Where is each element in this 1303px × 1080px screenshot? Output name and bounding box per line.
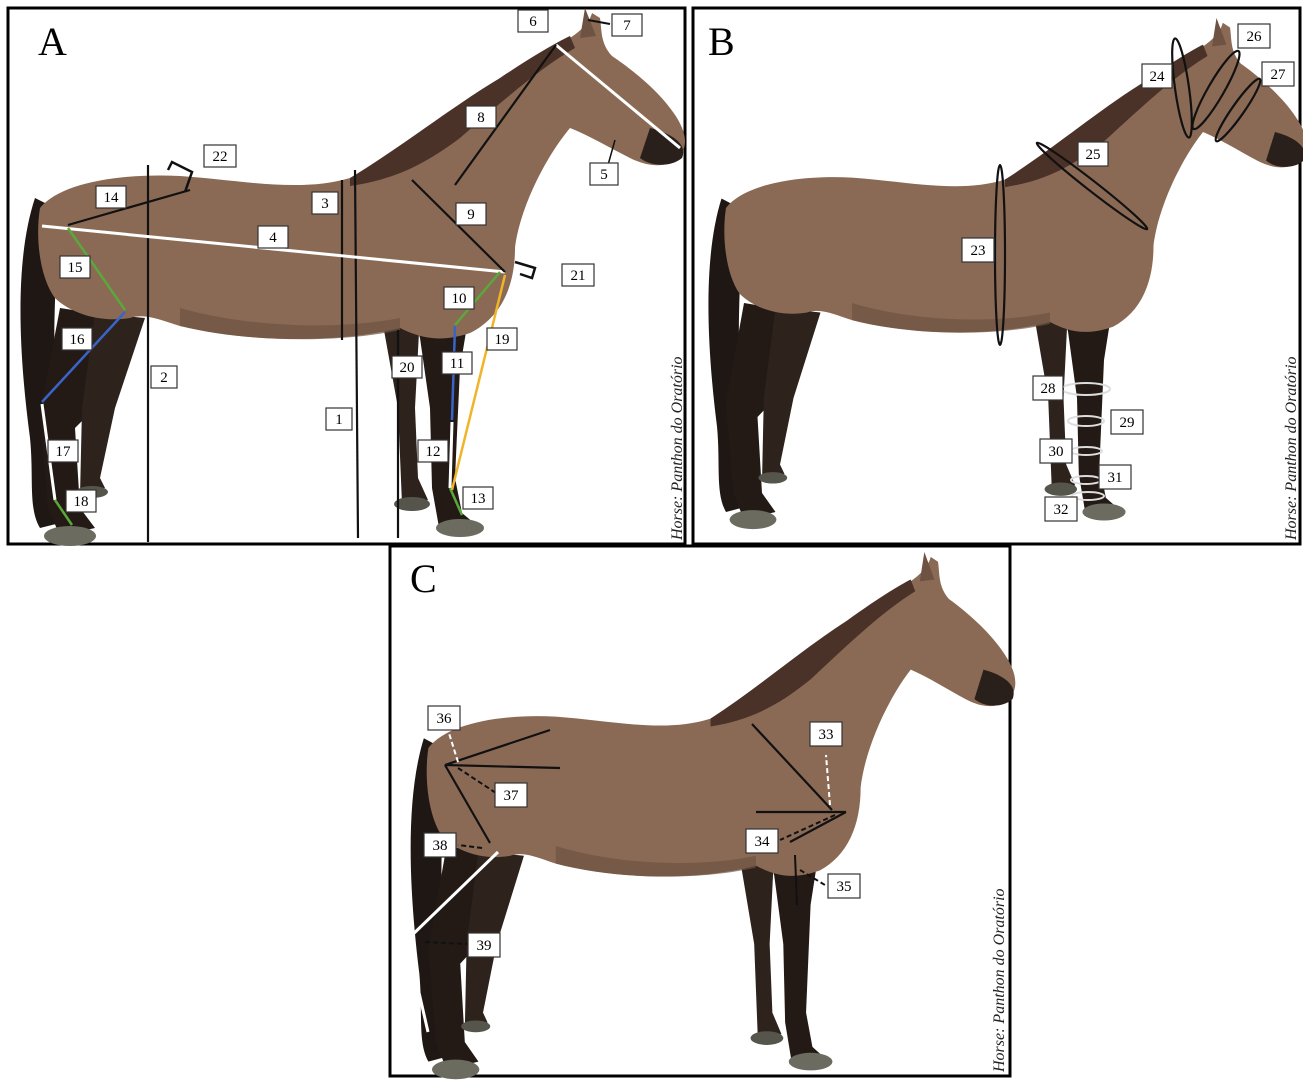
svg-text:8: 8 [477,110,485,126]
label-36: 36 [428,706,460,730]
svg-text:30: 30 [1049,444,1064,460]
label-1: 1 [326,408,352,430]
svg-text:22: 22 [213,149,228,165]
photo-credit: Horse: Panthon do Oratório [1283,356,1300,541]
svg-text:39: 39 [477,938,492,954]
label-11: 11 [442,352,472,374]
label-27: 27 [1262,62,1294,86]
label-13: 13 [463,487,493,509]
label-21: 21 [562,264,594,286]
panel-letter: A [38,19,67,64]
svg-text:17: 17 [56,444,72,460]
svg-text:34: 34 [755,834,771,850]
label-5: 5 [590,163,618,185]
svg-text:24: 24 [1150,69,1166,85]
svg-text:13: 13 [471,491,486,507]
svg-text:20: 20 [400,360,415,376]
svg-text:28: 28 [1041,381,1056,397]
photo-credit: Horse: Panthon do Oratório [669,356,686,541]
label-7: 7 [612,14,642,36]
label-14: 14 [96,186,126,208]
label-10: 10 [444,287,474,309]
svg-text:9: 9 [467,207,475,223]
label-2: 2 [151,366,177,388]
label-12: 12 [418,440,448,462]
label-34: 34 [746,829,778,853]
label-17: 17 [48,440,78,462]
panel-letter: C [410,556,437,601]
svg-text:19: 19 [495,332,510,348]
label-9: 9 [456,203,486,225]
label-30: 30 [1040,439,1072,463]
svg-text:27: 27 [1271,67,1287,83]
panel-c: C Horse: Panthon do Oratório 33 34 35 36… [390,546,1015,1079]
label-28: 28 [1033,376,1063,400]
svg-text:1: 1 [335,412,343,428]
label-35: 35 [828,874,860,898]
label-15: 15 [60,256,90,278]
svg-text:35: 35 [837,879,852,895]
svg-text:15: 15 [68,260,83,276]
panel-b: B Horse: Panthon do Oratório 23 24 25 26… [693,8,1303,544]
label-3: 3 [312,192,338,214]
svg-text:36: 36 [437,711,453,727]
svg-text:16: 16 [70,332,86,348]
label-8: 8 [466,106,496,128]
photo-credit: Horse: Panthon do Oratório [991,888,1008,1073]
panel-letter: B [708,19,735,64]
svg-text:10: 10 [452,291,467,307]
label-25: 25 [1078,142,1108,166]
label-37: 37 [495,783,527,807]
svg-text:33: 33 [819,727,834,743]
svg-text:7: 7 [623,18,631,34]
label-20: 20 [392,356,422,378]
svg-text:25: 25 [1086,147,1101,163]
svg-text:26: 26 [1247,29,1263,45]
svg-text:2: 2 [160,370,168,386]
svg-text:5: 5 [600,167,608,183]
svg-text:37: 37 [504,788,520,804]
label-19: 19 [487,328,517,350]
panel-a: A Horse: Panthon do Oratório [8,8,686,546]
label-4: 4 [258,226,288,248]
svg-text:29: 29 [1120,415,1135,431]
label-38: 38 [424,833,456,857]
svg-text:12: 12 [426,444,441,460]
svg-text:18: 18 [74,494,89,510]
svg-text:21: 21 [571,268,586,284]
measure-line-12 [450,422,452,488]
svg-text:23: 23 [971,243,986,259]
label-33: 33 [810,722,842,746]
label-22: 22 [204,145,236,167]
svg-text:32: 32 [1054,502,1069,518]
label-23: 23 [962,238,994,262]
label-6: 6 [518,10,548,32]
label-26: 26 [1238,24,1270,48]
label-18: 18 [66,490,96,512]
svg-text:14: 14 [104,190,120,206]
label-16: 16 [62,328,92,350]
svg-text:3: 3 [321,196,329,212]
label-24: 24 [1142,64,1172,88]
svg-text:4: 4 [269,230,277,246]
svg-text:31: 31 [1108,470,1123,486]
label-31: 31 [1099,465,1131,489]
label-32: 32 [1045,497,1077,521]
svg-text:6: 6 [529,14,537,30]
svg-text:11: 11 [450,356,464,372]
label-39: 39 [468,933,500,957]
label-29: 29 [1111,410,1143,434]
svg-text:38: 38 [433,838,448,854]
